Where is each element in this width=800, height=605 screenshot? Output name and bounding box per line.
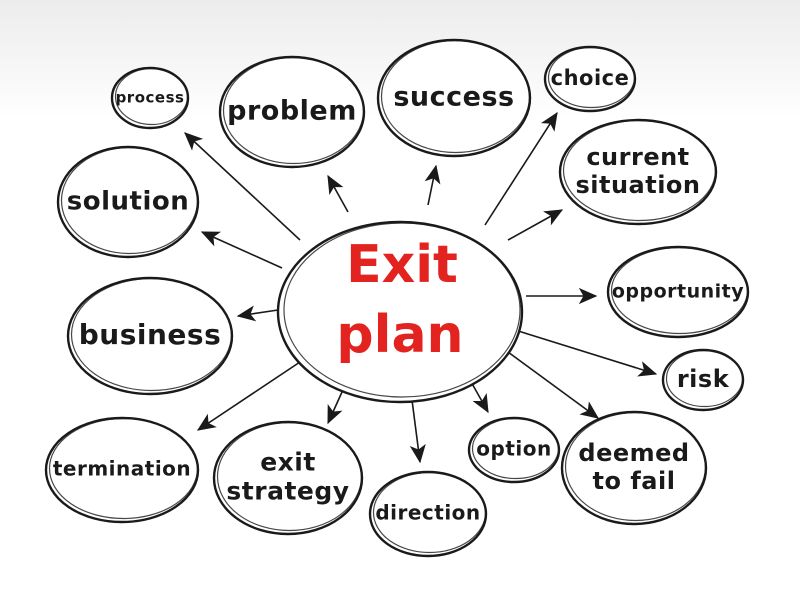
arrow-head-direction [409, 443, 426, 464]
arrow-head-problem [327, 174, 344, 195]
node-label-current-situation-line2: situation [575, 171, 700, 199]
node-option: option [467, 416, 561, 484]
node-label-deemed-to-fail-line1: deemed [578, 439, 689, 467]
arrow-head-opportunity [578, 287, 598, 305]
node-label-problem: problem [227, 96, 357, 127]
node-label-business: business [79, 318, 222, 351]
node-ellipse-sketch-success [380, 39, 531, 154]
node-solution: solution [56, 145, 200, 259]
center-title-line1: Exit [346, 235, 458, 295]
arrow-head-success [424, 164, 441, 185]
arrow-head-exit-strategy [327, 403, 343, 425]
node-label-solution: solution [67, 187, 189, 217]
node-ellipse-sketch-direction [372, 471, 487, 554]
arrow-risk [514, 329, 657, 375]
node-success: success [376, 38, 532, 158]
arrow-process [184, 132, 301, 241]
node-label-success: success [393, 82, 514, 113]
center-ellipse-sketch [283, 222, 521, 398]
node-label-direction: direction [375, 501, 480, 525]
center-ellipse [276, 220, 524, 404]
node-label-deemed-to-fail-line2: to fail [593, 467, 676, 495]
node-ellipse-sketch-choice [547, 46, 636, 109]
node-label-option: option [476, 437, 551, 461]
arrow-deemed-to-fail [507, 351, 599, 419]
node-ellipse-sketch-termination [48, 417, 199, 520]
arrow-head-risk [637, 361, 658, 377]
arrow-head-termination [196, 413, 217, 431]
node-ellipse-sketch-exit-strategy [216, 421, 363, 532]
center-node: Exit plan [276, 220, 524, 404]
node-ellipse-sketch-business [70, 277, 233, 392]
node-label-risk: risk [677, 365, 730, 393]
arrow-head-business [236, 305, 257, 322]
arrow-choice [484, 112, 558, 226]
node-ellipse-sketch-risk [665, 349, 744, 408]
node-direction: direction [368, 470, 488, 558]
node-label-process: process [116, 89, 185, 107]
center-title-line2: plan [336, 305, 463, 365]
node-label-termination: termination [53, 457, 191, 481]
nodes-layer: process problem success choice currentsituat… [44, 38, 750, 558]
node-ellipse-sketch-deemed-to-fail [564, 411, 707, 522]
node-termination: termination [44, 416, 200, 524]
node-ellipse-sketch-process [114, 67, 189, 126]
node-ellipse-sketch-option [471, 417, 560, 480]
node-label-current-situation-line1: current [586, 143, 689, 171]
node-ellipse-sketch-solution [60, 146, 199, 255]
arrow-solution [201, 231, 283, 269]
node-label-choice: choice [551, 66, 630, 90]
node-label-opportunity: opportunity [612, 281, 744, 303]
node-process: process [110, 66, 190, 130]
arrows-layer [184, 111, 658, 464]
node-opportunity: opportunity [606, 245, 750, 339]
node-problem: problem [218, 55, 366, 169]
node-risk: risk [661, 348, 745, 412]
node-choice: choice [543, 45, 637, 113]
arrow-head-current-situation [543, 209, 564, 226]
arrow-head-option [472, 393, 489, 414]
node-ellipse-sketch-current-situation [562, 119, 717, 222]
node-ellipse-sketch-problem [222, 56, 365, 165]
node-ellipse-sketch-opportunity [610, 246, 749, 335]
node-label-exit-strategy-line2: strategy [226, 476, 349, 505]
arrow-head-process [184, 132, 204, 151]
node-label-exit-strategy-line1: exit [260, 448, 316, 477]
arrow-head-deemed-to-fail [579, 401, 600, 419]
arrow-head-solution [200, 231, 222, 247]
arrow-termination [197, 361, 301, 431]
node-business: business [66, 276, 234, 396]
arrow-head-choice [540, 111, 558, 132]
